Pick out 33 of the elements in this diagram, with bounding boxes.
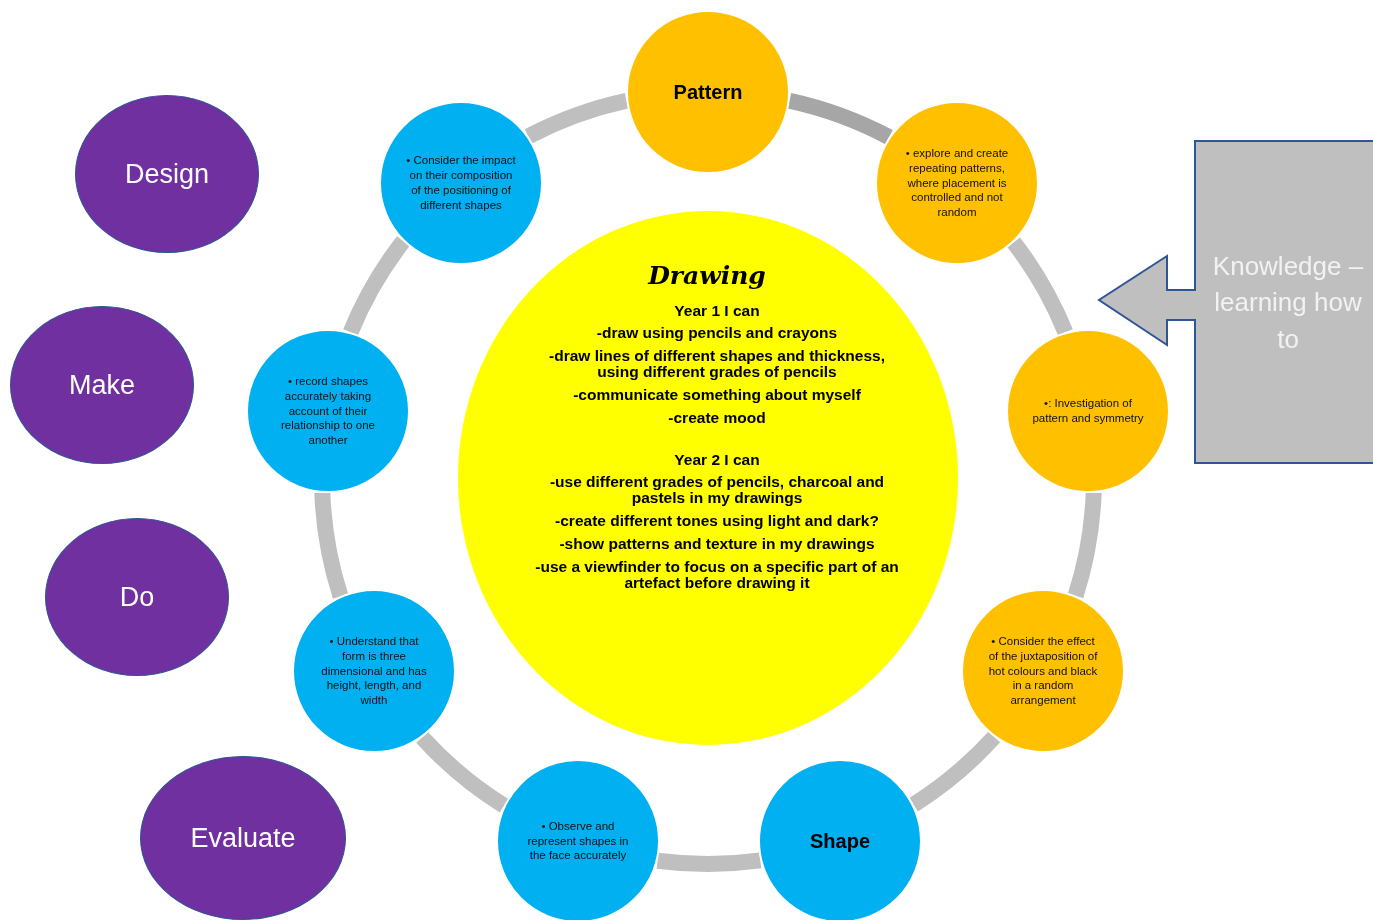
- circle-text: • Understand that form is three dimensional and has height, length, and width: [320, 633, 428, 709]
- stage-label: Design: [124, 158, 209, 190]
- circle-text: •: Investigation of pattern and symmetry: [1032, 396, 1144, 426]
- list-item: -use different grades of pencils, charcoal and pastels in my drawings: [548, 473, 886, 508]
- circle-text: • Consider the impact on their composition of the positioning of different shapes: [405, 153, 517, 213]
- list-item: -show patterns and texture in my drawings: [558, 535, 876, 553]
- stage-label: Do: [119, 581, 155, 613]
- stage-label: Make: [69, 369, 135, 401]
- list-item: -use a viewfinder to focus on a specific part of an artefact before drawing it: [534, 558, 900, 593]
- ring-connector: [314, 492, 349, 599]
- ring-connector: [787, 92, 893, 145]
- list-item: -draw using pencils and crayons: [595, 325, 839, 342]
- list-item: -draw lines of different shapes and thickness, using different grades of pencils: [548, 347, 886, 382]
- list-item: -communicate something about myself: [572, 387, 862, 404]
- drawing-title: Drawing: [648, 261, 766, 290]
- list-item: -create mood: [667, 409, 767, 427]
- list-item: -create different tones using light and dark?: [554, 513, 880, 530]
- ring-connector: [656, 852, 762, 872]
- ring-connector: [524, 92, 629, 144]
- ring-connector: [1007, 237, 1073, 336]
- circle-text: • Consider the effect of the juxtaposition of hot colours and black in a random arrangement: [987, 633, 1099, 709]
- circle-text: • record shapes accurately taking account of their relationship to one another: [280, 373, 376, 449]
- circle-text: • explore and create repeating patterns, where placement is controlled and not random: [904, 145, 1010, 221]
- ring-connector: [909, 731, 1000, 812]
- circle-title: Shape: [810, 829, 870, 853]
- circle-text: • Observe and represent shapes in the face accurately: [526, 818, 630, 864]
- section-heading: Year 1 I can: [673, 302, 761, 320]
- stage-label: Evaluate: [190, 822, 296, 854]
- circle-title: Pattern: [673, 80, 743, 104]
- ring-connector: [416, 731, 509, 813]
- ring-connector: [1067, 492, 1102, 598]
- section-heading: Year 2 I can: [673, 450, 761, 469]
- ring-connector: [343, 236, 410, 336]
